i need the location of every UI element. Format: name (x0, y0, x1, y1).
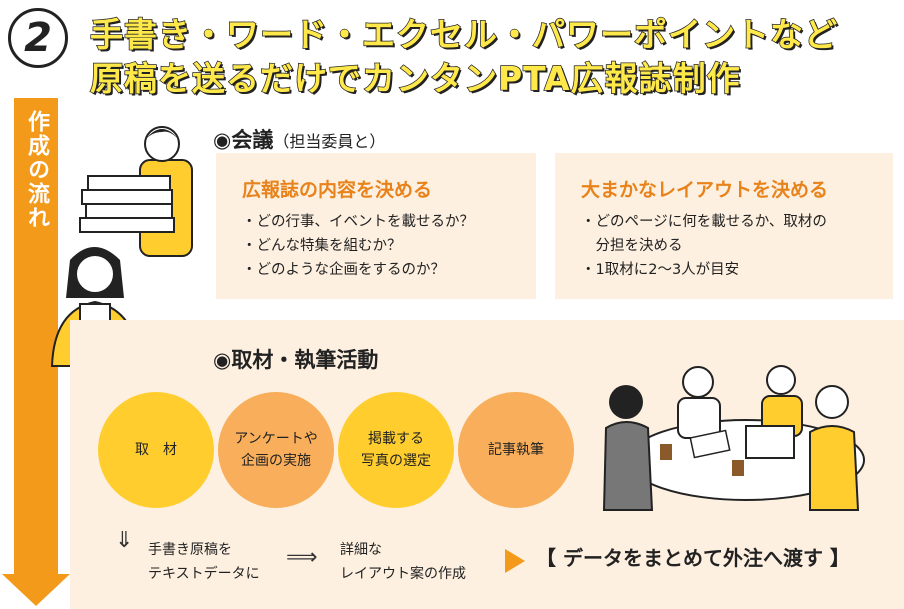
card-content-title: 広報誌の内容を決める (242, 179, 433, 201)
right-arrow-icon: ⟹ (286, 545, 318, 570)
list-item: ・どんな特集を組むか？ (242, 238, 402, 254)
note-handwritten-to-text: 手書き原稿を テキストデータに (148, 542, 260, 582)
list-item: ・どのページに何を載せるか、取材の (581, 214, 827, 230)
triangle-arrow-icon (505, 549, 525, 573)
activity-section-title: ◉取材・執筆活動 (213, 348, 379, 372)
final-step-text: 【 データをまとめて外注へ渡す 】 (536, 546, 850, 570)
step-circle-writing: 記事執筆 (458, 392, 574, 508)
note-detailed-layout: 詳細な レイアウト案の作成 (340, 542, 466, 582)
list-item: ・どの行事、イベントを載せるか？ (242, 214, 474, 230)
down-arrow-icon: ⇓ (115, 528, 134, 553)
headline-line-2: 原稿を送るだけでカンタンPTA広報誌制作 (89, 58, 741, 99)
list-item: ・1取材に2〜3人が目安 (581, 262, 740, 278)
meeting-section-title: ◉会議（担当委員と） (213, 128, 386, 152)
flow-bar (14, 98, 58, 576)
step-circle-photo-selection: 掲載する 写真の選定 (338, 392, 454, 508)
flow-label: 作成の流れ (24, 110, 49, 230)
woman-with-binders-illustration (79, 126, 193, 257)
list-item: ・どのような企画をするのか？ (242, 262, 445, 278)
card-layout: 大まかなレイアウトを決める ・どのページに何を載せるか、取材の 分担を決める ・… (555, 153, 893, 299)
step-number-badge: 2 (8, 8, 68, 68)
headline-line-1: 手書き・ワード・エクセル・パワーポイントなど (89, 14, 838, 55)
team-meeting-illustration (602, 365, 865, 511)
card-layout-title: 大まかなレイアウトを決める (581, 179, 829, 201)
flow-arrow-down (2, 574, 70, 606)
step-circle-survey: アンケートや 企画の実施 (218, 392, 334, 508)
card-content: 広報誌の内容を決める ・どの行事、イベントを載せるか？ ・どんな特集を組むか？ … (216, 153, 536, 299)
step-circle-interview: 取 材 (98, 392, 214, 508)
list-item: 分担を決める (581, 238, 683, 254)
meeting-section-subtitle: （担当委員と） (273, 132, 386, 151)
